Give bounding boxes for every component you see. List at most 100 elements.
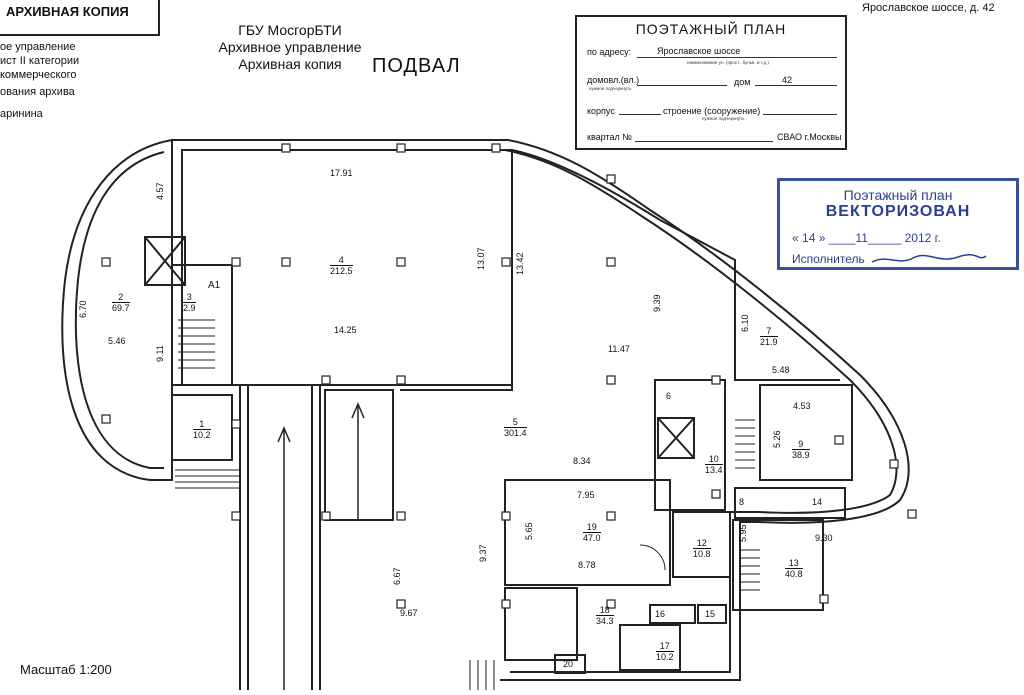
room-2-number: 2 <box>112 292 130 303</box>
org-line2: Архивное управление <box>218 39 362 55</box>
room-18-number: 18 <box>596 605 614 616</box>
quarter-line <box>635 141 773 142</box>
stair-label-a1: А1 <box>208 280 221 291</box>
wing-left-inner <box>74 151 165 469</box>
dim-11-47: 11.47 <box>608 344 630 354</box>
dim-9-30: 9.30 <box>815 533 833 543</box>
dom-line <box>755 85 837 86</box>
room-4-number: 4 <box>330 255 353 266</box>
room-17-outline <box>619 624 681 671</box>
dim-4-53: 4.53 <box>793 401 811 411</box>
district-value: СВАО г.Москвы <box>777 132 842 142</box>
dim-6-70: 6.70 <box>78 300 88 318</box>
archive-copy-stamp <box>0 0 160 36</box>
stairs-entry-left <box>175 469 240 489</box>
room-1-area: 10.2 <box>193 430 211 440</box>
vector-stamp-date: « 14 » ____11_____ 2012 г. <box>792 231 941 245</box>
room-10-outline <box>654 379 726 511</box>
dim-9-37: 9.37 <box>478 544 488 562</box>
room-17-area: 10.2 <box>656 652 674 662</box>
side-text-5: аринина <box>0 108 43 120</box>
dom-label: дом <box>734 77 751 87</box>
dim-13-07: 13.07 <box>476 247 486 270</box>
room-15-label: 15 <box>705 609 715 619</box>
room-3-outline <box>171 264 233 386</box>
room-13-outline <box>732 519 824 611</box>
room-9-outline <box>759 384 853 481</box>
korpus-label: корпус <box>587 106 615 116</box>
room-20-number: 20 <box>563 659 574 669</box>
room-19-area: 47.0 <box>583 533 601 543</box>
executor-signature <box>871 253 987 263</box>
stairs-right <box>735 419 755 469</box>
house-label: домовл.(вл.) <box>587 75 640 85</box>
dim-6-10: 6.10 <box>740 314 750 332</box>
dim-8-78: 8.78 <box>578 560 596 570</box>
vectorized-stamp: Поэтажный план ВЕКТОРИЗОВАН « 14 » ____1… <box>777 178 1019 270</box>
room-8-number: 8 <box>739 497 745 507</box>
date-suffix: г. <box>934 231 941 245</box>
dim-8-34: 8.34 <box>573 456 591 466</box>
room-7-number: 7 <box>760 326 778 337</box>
dim-6-67: 6.67 <box>392 567 402 585</box>
date-year-suffix: 12 <box>917 231 932 245</box>
room-18-outline <box>504 587 578 661</box>
dim-5-46: 5.46 <box>108 336 126 346</box>
dim-5-95: 5.95 <box>738 524 748 542</box>
address-top-right: Ярославское шоссе, д. 42 <box>862 2 995 14</box>
room-15-outline <box>697 604 727 624</box>
ramp-walls <box>239 385 321 690</box>
room-3-number: 3 <box>183 292 196 303</box>
elevator-left <box>144 236 186 286</box>
room-14-number: 14 <box>812 497 823 507</box>
room-12-number: 12 <box>693 538 711 549</box>
room-20-label: 20 <box>563 659 573 669</box>
address-value: Ярославское шоссе <box>657 46 741 56</box>
room-16-outline <box>649 604 696 624</box>
room-20-outline <box>554 654 586 674</box>
address-label: по адресу: <box>587 47 632 57</box>
dim-13-42: 13.42 <box>515 252 525 275</box>
room-18-area: 34.3 <box>596 616 614 626</box>
room-9-number: 9 <box>792 439 810 450</box>
dim-7-95: 7.95 <box>577 490 595 500</box>
dim-14-25: 14.25 <box>334 325 357 335</box>
dim-5-48: 5.48 <box>772 365 790 375</box>
room-13-area: 40.8 <box>785 569 803 579</box>
building-line <box>763 114 837 115</box>
dim-17-91: 17.91 <box>330 168 353 178</box>
dim-5-26: 5.26 <box>772 430 782 448</box>
quarter-label: квартал № <box>587 132 632 142</box>
room-17-number: 17 <box>656 641 674 652</box>
ramp-center <box>324 389 394 521</box>
stairs-left <box>178 319 215 369</box>
dim-9-39: 9.39 <box>652 294 662 312</box>
columns <box>101 143 917 609</box>
spiral-stair <box>639 544 666 571</box>
date-month: 11 <box>855 231 868 245</box>
room-14-outline <box>734 487 846 519</box>
side-text-3: коммерческого <box>0 69 77 81</box>
ramp-arrowhead-center <box>351 402 365 419</box>
room-14-label: 14 <box>812 497 822 507</box>
room-3-area: 2.9 <box>183 303 196 313</box>
date-year-prefix: 20 <box>904 231 918 245</box>
korpus-line <box>619 114 661 115</box>
room-6-number: 6 <box>666 391 672 401</box>
room-13-number: 13 <box>785 558 803 569</box>
org-line1: ГБУ МосгорБТИ <box>238 22 342 38</box>
room-19-outline <box>504 479 671 586</box>
room-8-label: 8 <box>739 497 744 507</box>
dim-4-57: 4.57 <box>155 182 165 200</box>
